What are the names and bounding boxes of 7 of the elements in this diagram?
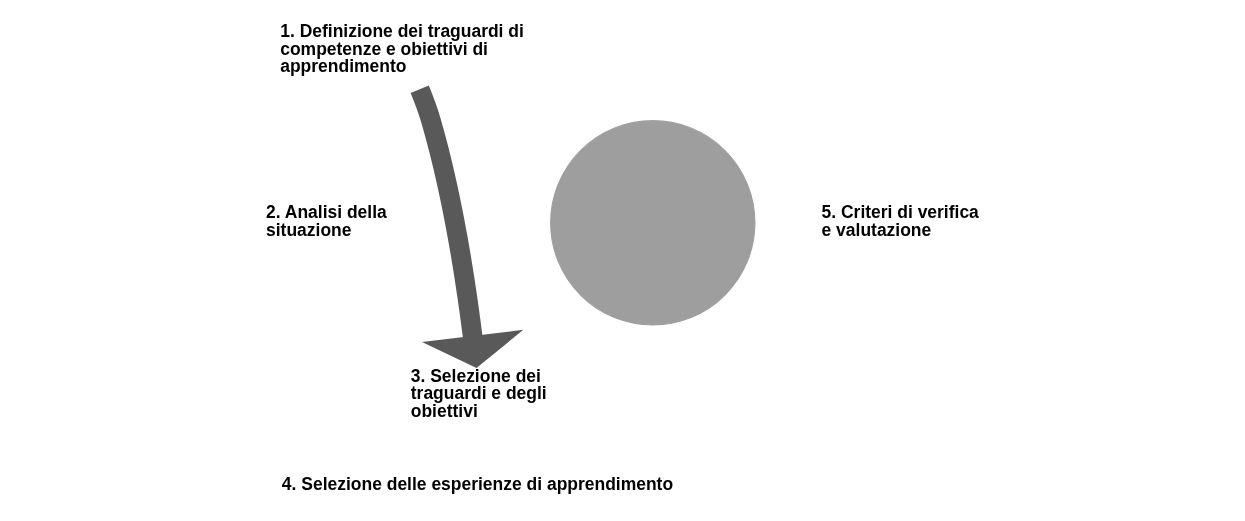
node-text: 4. Selezione delle esperienze di apprendimento [281,473,673,494]
node-text: 2. Analisi della situazione [265,202,387,240]
arrow [410,85,523,369]
node-text: 3. Selezione dei traguardi e degli obiettivi [410,365,547,421]
node-text: 5. Criteri di verifica e valutazione [821,202,979,240]
node-text: 1. Definizione dei traguardi di competenze e obiettivi di apprendimento [279,21,524,77]
node-circle [549,120,755,326]
